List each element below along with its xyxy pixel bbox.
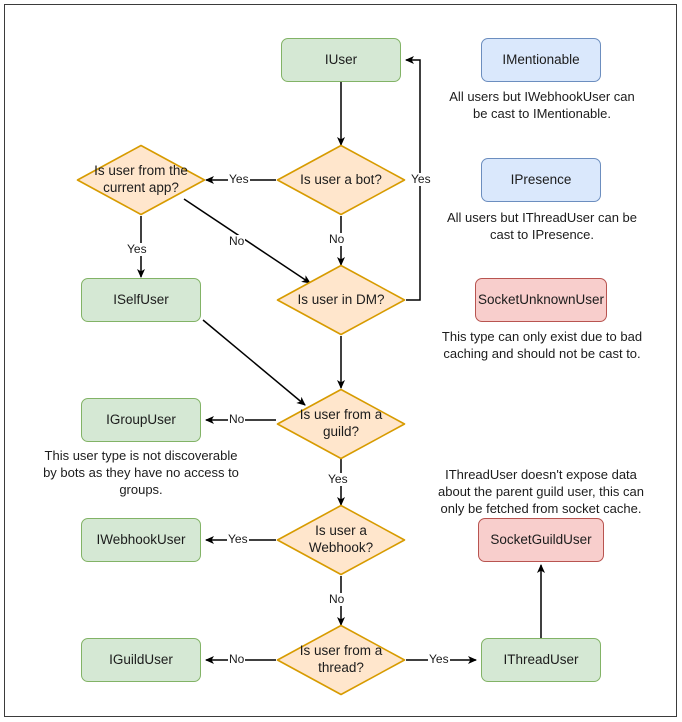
node-is-user-from-guild[interactable]: Is user from a guild?: [276, 388, 406, 460]
node-iguilduser[interactable]: IGuildUser: [81, 638, 201, 682]
diamond-shape: [276, 388, 406, 460]
node-ipresence[interactable]: IPresence: [481, 158, 601, 202]
node-is-user-from-current-app-label: Is user from the current app?: [94, 163, 188, 195]
edge-label-currentapp-no: No: [228, 234, 246, 249]
note-socketguilduser: IThreadUser doesn't expose data about th…: [438, 467, 644, 516]
node-socketunknownuser-label: SocketUnknownUser: [477, 291, 605, 307]
edge-label-guild-yes: Yes: [327, 472, 349, 487]
edge-label-webhook-no: No: [328, 592, 346, 607]
node-igroupuser[interactable]: IGroupUser: [81, 398, 201, 442]
node-is-user-from-current-app[interactable]: Is user from the current app?: [76, 144, 206, 216]
node-socketunknownuser[interactable]: SocketUnknownUser: [475, 278, 607, 322]
note-imentionable: All users but IWebhookUser can be cast t…: [449, 89, 635, 121]
node-imentionable[interactable]: IMentionable: [481, 38, 601, 82]
node-iwebhookuser[interactable]: IWebhookUser: [81, 518, 201, 562]
node-iwebhookuser-label: IWebhookUser: [96, 531, 186, 547]
node-iselfuser-label: ISelfUser: [113, 291, 169, 307]
node-socketguilduser[interactable]: SocketGuildUser: [478, 518, 604, 562]
node-is-user-a-bot[interactable]: Is user a bot?: [276, 144, 406, 216]
edge-label-dm-yes: Yes: [410, 172, 432, 187]
node-is-user-in-dm[interactable]: Is user in DM?: [276, 264, 406, 336]
node-is-user-a-webhook[interactable]: Is user a Webhook?: [276, 504, 406, 576]
node-iguilduser-label: IGuildUser: [109, 651, 173, 667]
edge-label-guild-no: No: [228, 412, 246, 427]
diamond-shape: [276, 504, 406, 576]
node-is-user-from-thread-label: Is user from a thread?: [299, 643, 383, 675]
diamond-shape: [276, 624, 406, 696]
note-socketunknownuser: This type can only exist due to bad cach…: [441, 329, 643, 361]
diamond-shape: [276, 264, 406, 336]
node-ithreaduser[interactable]: IThreadUser: [481, 638, 601, 682]
edge-label-bot-yes: Yes: [228, 172, 250, 187]
node-iselfuser[interactable]: ISelfUser: [81, 278, 201, 322]
node-is-user-in-dm-label: Is user in DM?: [297, 291, 385, 307]
edge-label-currentapp-yes: Yes: [126, 242, 148, 257]
edge-label-bot-no: No: [328, 232, 346, 247]
node-is-user-from-guild-label: Is user from a guild?: [299, 407, 383, 439]
note-ipresence: All users but IThreadUser can be cast to…: [446, 210, 638, 242]
node-is-user-a-webhook-label: Is user a Webhook?: [308, 523, 374, 555]
node-iuser[interactable]: IUser: [281, 38, 401, 82]
diamond-shape: [276, 144, 406, 216]
edge-label-thread-no: No: [228, 652, 246, 667]
edge-label-thread-yes: Yes: [428, 652, 450, 667]
node-ithreaduser-label: IThreadUser: [503, 651, 579, 667]
node-socketguilduser-label: SocketGuildUser: [490, 531, 592, 547]
node-is-user-a-bot-label: Is user a bot?: [300, 171, 382, 187]
node-igroupuser-label: IGroupUser: [106, 411, 176, 427]
node-is-user-from-thread[interactable]: Is user from a thread?: [276, 624, 406, 696]
node-imentionable-label: IMentionable: [502, 51, 580, 67]
edge-label-webhook-yes: Yes: [227, 532, 249, 547]
diamond-shape: [76, 144, 206, 216]
node-iuser-label: IUser: [324, 51, 358, 67]
note-igroupuser: This user type is not discoverable by bo…: [43, 448, 239, 497]
node-ipresence-label: IPresence: [510, 171, 572, 187]
